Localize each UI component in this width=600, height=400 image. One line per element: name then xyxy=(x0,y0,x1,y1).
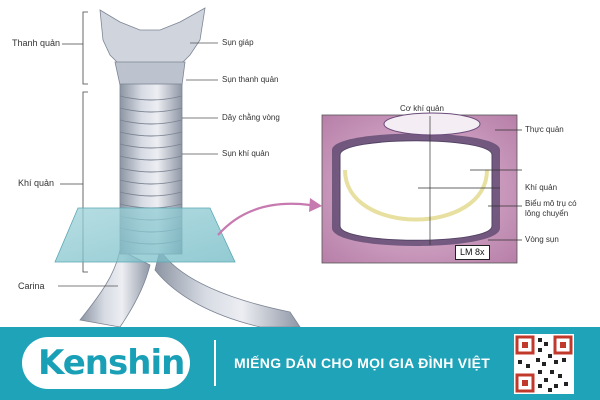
label-bieu-mo-1: Biểu mô trụ có xyxy=(525,199,577,208)
leader-lines xyxy=(58,42,218,287)
pointer-arrow xyxy=(217,202,311,236)
bronchi xyxy=(79,249,301,327)
label-thuc-quan: Thực quản xyxy=(525,125,564,134)
anatomy-diagram: Thanh quản Khí quản Carina Sụn giáp Sụn … xyxy=(12,7,577,327)
footer-divider xyxy=(214,340,216,386)
qr-code-icon xyxy=(514,334,574,394)
label-carina: Carina xyxy=(18,281,45,291)
magnification-label: LM 8x xyxy=(455,245,490,260)
label-sun-giap: Sụn giáp xyxy=(222,38,254,47)
label-thanh-quan: Thanh quản xyxy=(12,38,61,48)
logo-text: Kenshin xyxy=(38,343,185,383)
label-sun-khi-quan: Sụn khí quản xyxy=(222,149,270,158)
left-brackets xyxy=(60,11,88,273)
slogan: MIẾNG DÁN CHO MỌI GIA ĐÌNH VIỆT xyxy=(234,355,491,371)
label-day-chang-vong: Dây chằng vòng xyxy=(222,113,280,122)
section-plane xyxy=(54,207,236,263)
label-co-khi-quan: Cơ khí quản xyxy=(400,104,444,113)
logo-badge xyxy=(22,337,190,389)
micrograph-panel xyxy=(321,112,522,264)
label-vong-sun: Vòng sụn xyxy=(525,235,559,244)
label-khi-quan-right: Khí quản xyxy=(525,183,558,192)
label-sun-thanh-quan: Sụn thanh quản xyxy=(222,75,279,84)
label-khi-quan-left: Khí quản xyxy=(18,178,55,188)
trachea-illustration xyxy=(54,7,522,327)
larynx xyxy=(99,7,206,86)
label-bieu-mo-2: lông chuyển xyxy=(525,209,569,218)
